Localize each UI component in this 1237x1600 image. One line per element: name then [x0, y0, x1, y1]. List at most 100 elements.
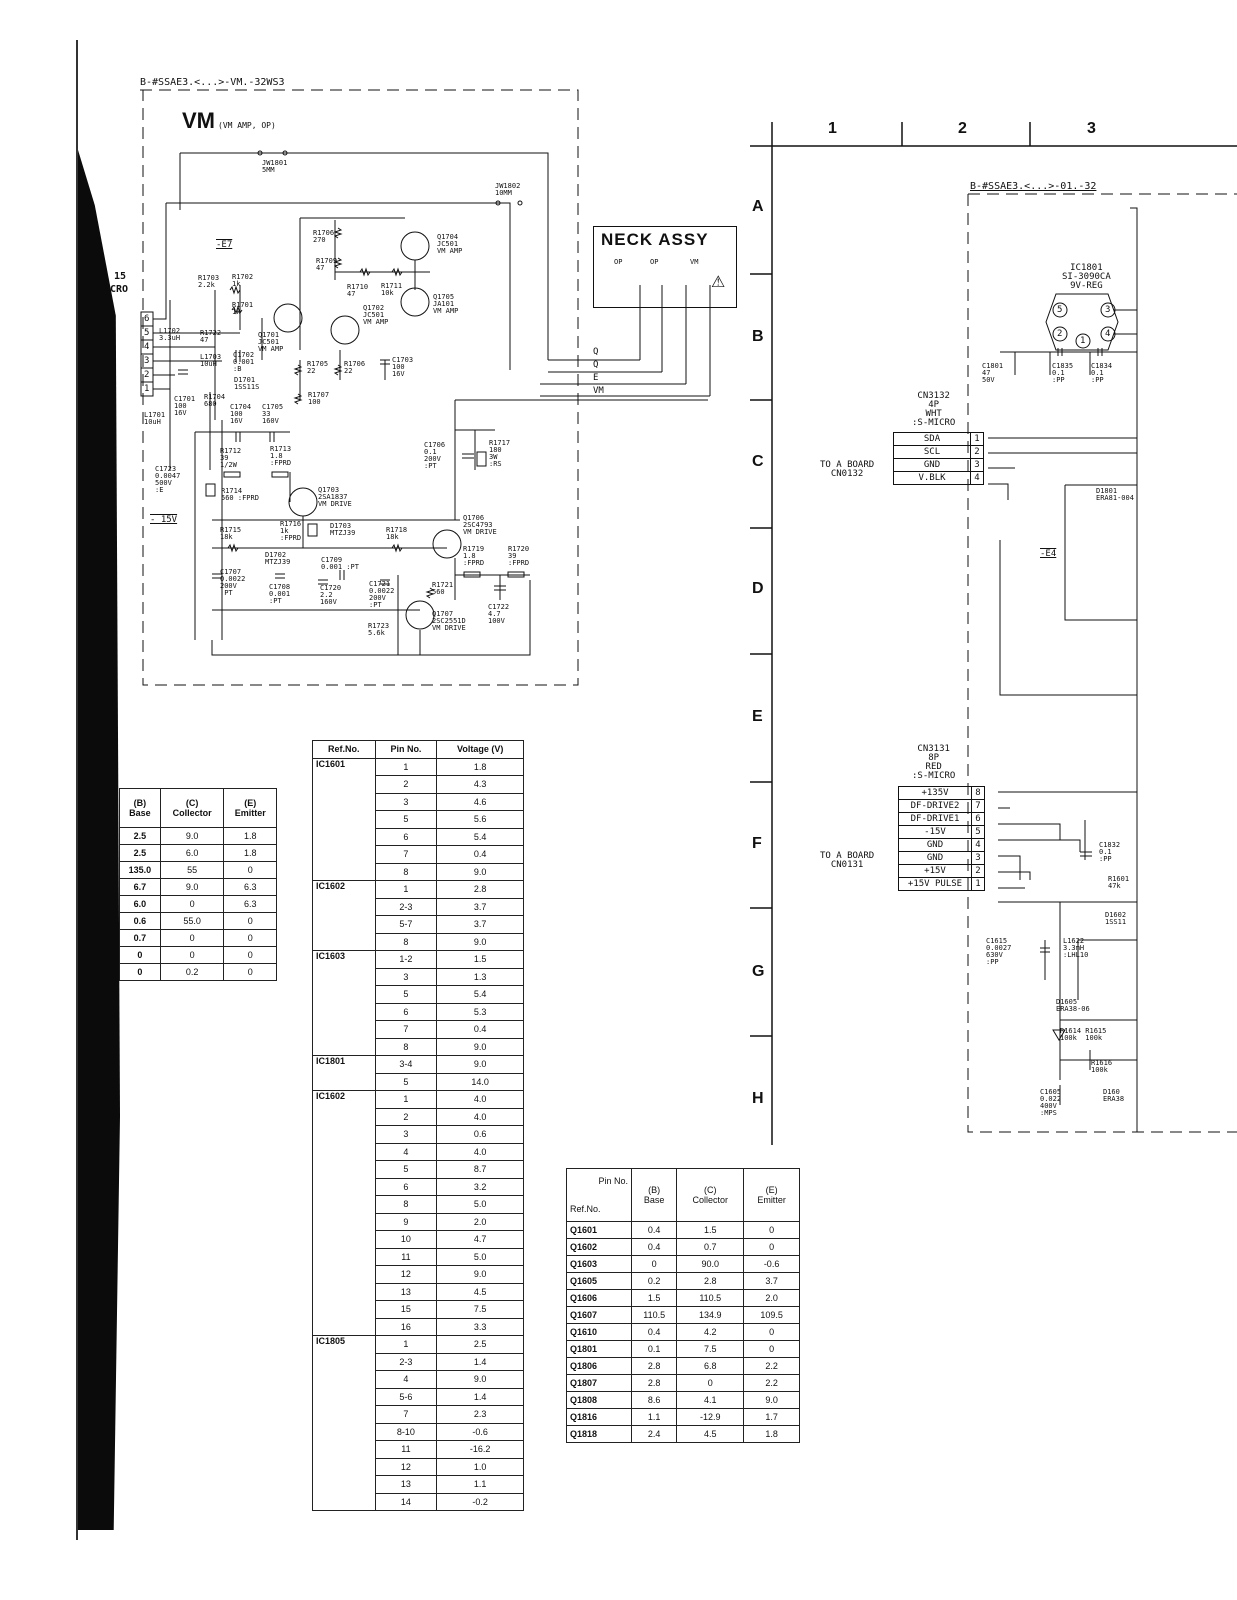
table-header: (C)Collector: [676, 1168, 745, 1222]
value-cell: 110.5: [630, 1306, 678, 1324]
value-cell: 2.2: [743, 1374, 800, 1392]
value-cell: 0: [159, 895, 225, 913]
ref-cell: Q1607: [566, 1306, 632, 1324]
value-cell: 0.7: [119, 929, 161, 947]
pin-cell: 12: [374, 1457, 438, 1476]
component-label: Q1705 JA101 VM AMP: [433, 293, 459, 315]
pin-cell: 8: [374, 1195, 438, 1214]
header-code: (B): [133, 798, 147, 808]
pin-cell: 11: [374, 1247, 438, 1266]
connector-signal: GND: [893, 458, 971, 472]
pin-1: 1: [144, 384, 150, 394]
value-cell: 4.2: [676, 1323, 745, 1341]
vm-title-main: VM: [182, 108, 215, 133]
value-cell: 2.8: [630, 1357, 678, 1375]
table-header-row: Ref.No.Pin No.Voltage (V): [312, 740, 524, 759]
grid-row-c: C: [752, 453, 764, 470]
value-cell: 9.0: [159, 878, 225, 896]
component-label: C1709 0.001 :PT: [321, 556, 359, 571]
voltage-cell: 1.3: [436, 967, 524, 986]
component-label: D1801 ERA81-004: [1096, 487, 1134, 502]
component-label: L1622 3.3mH :LHL10: [1063, 937, 1089, 959]
connector-pin: 3: [971, 851, 985, 865]
value-cell: 1.8: [743, 1425, 800, 1443]
component-label: R1711 10k: [381, 282, 403, 297]
voltage-cell: 4.6: [436, 792, 524, 811]
component-label: R1722 47: [200, 329, 222, 344]
value-cell: 0: [743, 1323, 800, 1341]
pin-cell: 4: [374, 1370, 438, 1389]
connector-signal: SCL: [893, 445, 971, 459]
component-label: D1702 MTZJ39: [265, 551, 291, 566]
component-label: C1704 100 16V: [230, 403, 252, 425]
ref-cell: Q1601: [566, 1221, 632, 1239]
grid-row-e: E: [752, 708, 763, 725]
component-label: D1701 1SS11S: [234, 376, 260, 391]
vm-title: VM(VM AMP, OP): [182, 108, 276, 134]
component-label: R1718 18k: [386, 526, 408, 541]
component-label: C1707 0.0022 200V :PT: [220, 568, 246, 597]
voltage-cell: 1.0: [436, 1457, 524, 1476]
ic-pin-4: 4: [1105, 329, 1111, 339]
component-label: R1701 1k: [232, 301, 254, 316]
component-label: Q1707 2SC2551D VM DRIVE: [432, 610, 466, 632]
voltage-cell: -16.2: [436, 1440, 524, 1459]
value-cell: 0: [676, 1374, 745, 1392]
pin-cell: 6: [374, 827, 438, 846]
component-label: C1708 0.001 :PT: [269, 583, 291, 605]
voltage-cell: 5.0: [436, 1195, 524, 1214]
component-label: L1703 10uH: [200, 353, 222, 368]
pin-cell: 1: [374, 757, 438, 776]
value-cell: 1.1: [630, 1408, 678, 1426]
connector-signal: GND: [898, 851, 972, 865]
voltage-cell: 7.5: [436, 1300, 524, 1319]
pin-cell: 3: [374, 967, 438, 986]
pin-cell: 8: [374, 1037, 438, 1056]
header-code: (E): [765, 1185, 778, 1195]
voltage-cell: 3.7: [436, 897, 524, 916]
header-code: (B): [648, 1185, 661, 1195]
voltage-cell: 0.4: [436, 1020, 524, 1039]
table-header-row: Pin No.Ref.No.(B)Base(C)Collector(E)Emit…: [566, 1168, 800, 1222]
pin-cell: 16: [374, 1317, 438, 1336]
ref-cell: Q1602: [566, 1238, 632, 1256]
component-label: C1706 0.1 200V :PT: [424, 441, 446, 470]
pin-cell: 9: [374, 1212, 438, 1231]
ref-cell: IC1601: [312, 757, 376, 881]
connector-signal: SDA: [893, 432, 971, 446]
connector-pin: 2: [971, 864, 985, 878]
transistor-voltage-table-right: Pin No.Ref.No.(B)Base(C)Collector(E)Emit…: [566, 1168, 800, 1443]
value-cell: 6.3: [223, 878, 277, 896]
value-cell: 0: [159, 929, 225, 947]
component-label: Q1702 JC501 VM AMP: [363, 304, 389, 326]
bus-label-q2: Q: [593, 360, 599, 370]
pin-3: 3: [144, 356, 150, 366]
ref-mark-b: - 15V: [150, 515, 178, 525]
voltage-cell: 0.4: [436, 845, 524, 864]
component-label: Q1703 2SA1837 VM DRIVE: [318, 486, 352, 508]
pin-cell: 2-3: [374, 1352, 438, 1371]
voltage-cell: 5.3: [436, 1002, 524, 1021]
value-cell: 0: [630, 1255, 678, 1273]
value-cell: 0: [743, 1238, 800, 1256]
voltage-cell: 9.0: [436, 932, 524, 951]
ref-cell: Q1610: [566, 1323, 632, 1341]
component-label: R1707 100: [308, 391, 330, 406]
